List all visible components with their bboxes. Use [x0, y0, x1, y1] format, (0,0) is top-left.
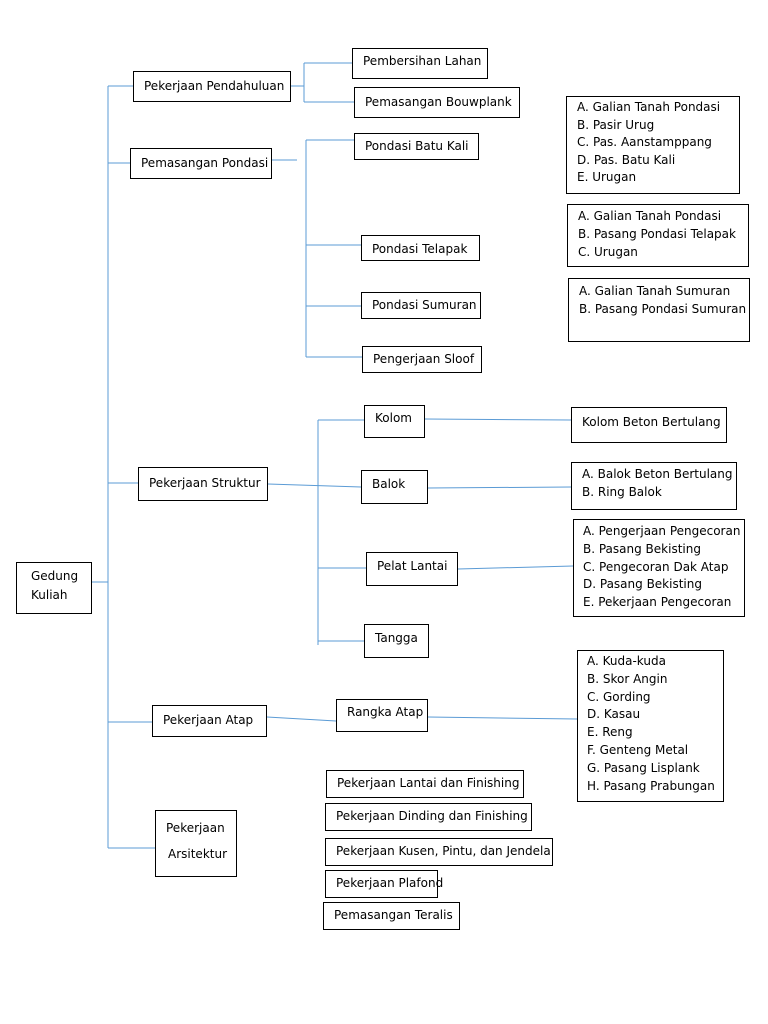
connector-line [424, 418, 572, 421]
node-kolom: Kolom [364, 405, 425, 438]
node-rangka-atap: Rangka Atap [336, 699, 428, 732]
detail-item: C. Urugan [578, 245, 638, 259]
detail-item: G. Pasang Lisplank [587, 760, 700, 775]
arsitektur-label-line: Arsitektur [168, 847, 228, 861]
root-label-line: Kuliah [31, 588, 68, 602]
root-node-gedung-kuliah: Gedung Kuliah [16, 562, 92, 614]
node-pekerjaan-struktur: Pekerjaan Struktur [138, 467, 268, 501]
detail-batu-kali: A. Galian Tanah Pondasi B. Pasir Urug C.… [566, 96, 740, 194]
detail-item: H. Pasang Prabungan [587, 778, 715, 793]
detail-kolom: Kolom Beton Bertulang [571, 407, 727, 443]
detail-item: D. Pasang Bekisting [583, 577, 702, 592]
connector-line [457, 565, 574, 570]
detail-rangka-atap: A. Kuda-kuda B. Skor Angin C. Gording D.… [577, 650, 724, 802]
node-pemasangan-bouwplank: Pemasangan Bouwplank [354, 87, 520, 118]
detail-item: Kolom Beton Bertulang [582, 415, 721, 429]
connector-line [267, 483, 362, 488]
detail-item: C. Pas. Aanstamppang [577, 135, 712, 149]
detail-pelat-lantai: A. Pengerjaan Pengecoran B. Pasang Bekis… [573, 519, 745, 617]
node-pelat-lantai: Pelat Lantai [366, 552, 458, 586]
detail-item: E. Reng [587, 725, 633, 740]
detail-telapak: A. Galian Tanah Pondasi B. Pasang Pondas… [567, 204, 749, 267]
node-pekerjaan-atap: Pekerjaan Atap [152, 705, 267, 737]
node-pondasi-sumuran: Pondasi Sumuran [361, 292, 481, 319]
node-pembersihan-lahan: Pembersihan Lahan [352, 48, 488, 79]
node-arsitektur-item-2: Pekerjaan Dinding dan Finishing [325, 803, 532, 831]
node-pondasi-telapak: Pondasi Telapak [361, 235, 480, 261]
detail-item: E. Urugan [577, 170, 637, 184]
node-pengerjaan-sloof: Pengerjaan Sloof [362, 346, 482, 373]
detail-item: C. Pengecoran Dak Atap [583, 559, 729, 574]
detail-item: D. Kasau [587, 707, 641, 722]
node-pondasi-batu-kali: Pondasi Batu Kali [354, 133, 479, 160]
detail-item: B. Ring Balok [582, 485, 662, 499]
detail-item: D. Pas. Batu Kali [577, 152, 676, 167]
node-tangga: Tangga [364, 624, 429, 658]
connector-line [266, 716, 337, 722]
detail-sumuran: A. Galian Tanah Sumuran B. Pasang Pondas… [568, 278, 750, 342]
detail-item: F. Genteng Metal [587, 742, 689, 757]
connector-line [427, 486, 572, 489]
detail-item: A. Galian Tanah Sumuran [579, 284, 731, 298]
node-pekerjaan-arsitektur: Pekerjaan Arsitektur [155, 810, 237, 877]
detail-item: A. Galian Tanah Pondasi [578, 209, 722, 223]
node-arsitektur-item-4: Pekerjaan Plafond [325, 870, 443, 898]
detail-balok: A. Balok Beton Bertulang B. Ring Balok [571, 462, 737, 510]
root-label-line: Gedung [31, 569, 79, 583]
detail-item: E. Pekerjaan Pengecoran [583, 595, 732, 610]
detail-item: B. Pasang Pondasi Sumuran [579, 302, 747, 316]
arsitektur-label-line: Pekerjaan [166, 821, 225, 835]
node-pemasangan-pondasi: Pemasangan Pondasi [130, 148, 272, 179]
detail-item: B. Pasang Pondasi Telapak [578, 227, 736, 241]
detail-item: A. Galian Tanah Pondasi [577, 100, 721, 114]
detail-item: C. Gording [587, 689, 651, 704]
detail-item: A. Balok Beton Bertulang [582, 467, 733, 481]
connector-line [427, 716, 578, 720]
node-pekerjaan-pendahuluan: Pekerjaan Pendahuluan [133, 71, 291, 102]
detail-item: A. Kuda-kuda [587, 654, 666, 668]
detail-item: B. Pasang Bekisting [583, 541, 701, 556]
detail-item: B. Pasir Urug [577, 117, 655, 132]
node-arsitektur-item-3: Pekerjaan Kusen, Pintu, dan Jendela [325, 838, 553, 866]
node-arsitektur-item-5: Pemasangan Teralis [323, 902, 460, 930]
detail-item: A. Pengerjaan Pengecoran [583, 524, 741, 538]
node-balok: Balok [361, 470, 428, 504]
node-arsitektur-item-1: Pekerjaan Lantai dan Finishing [326, 770, 524, 798]
detail-item: B. Skor Angin [587, 671, 668, 686]
